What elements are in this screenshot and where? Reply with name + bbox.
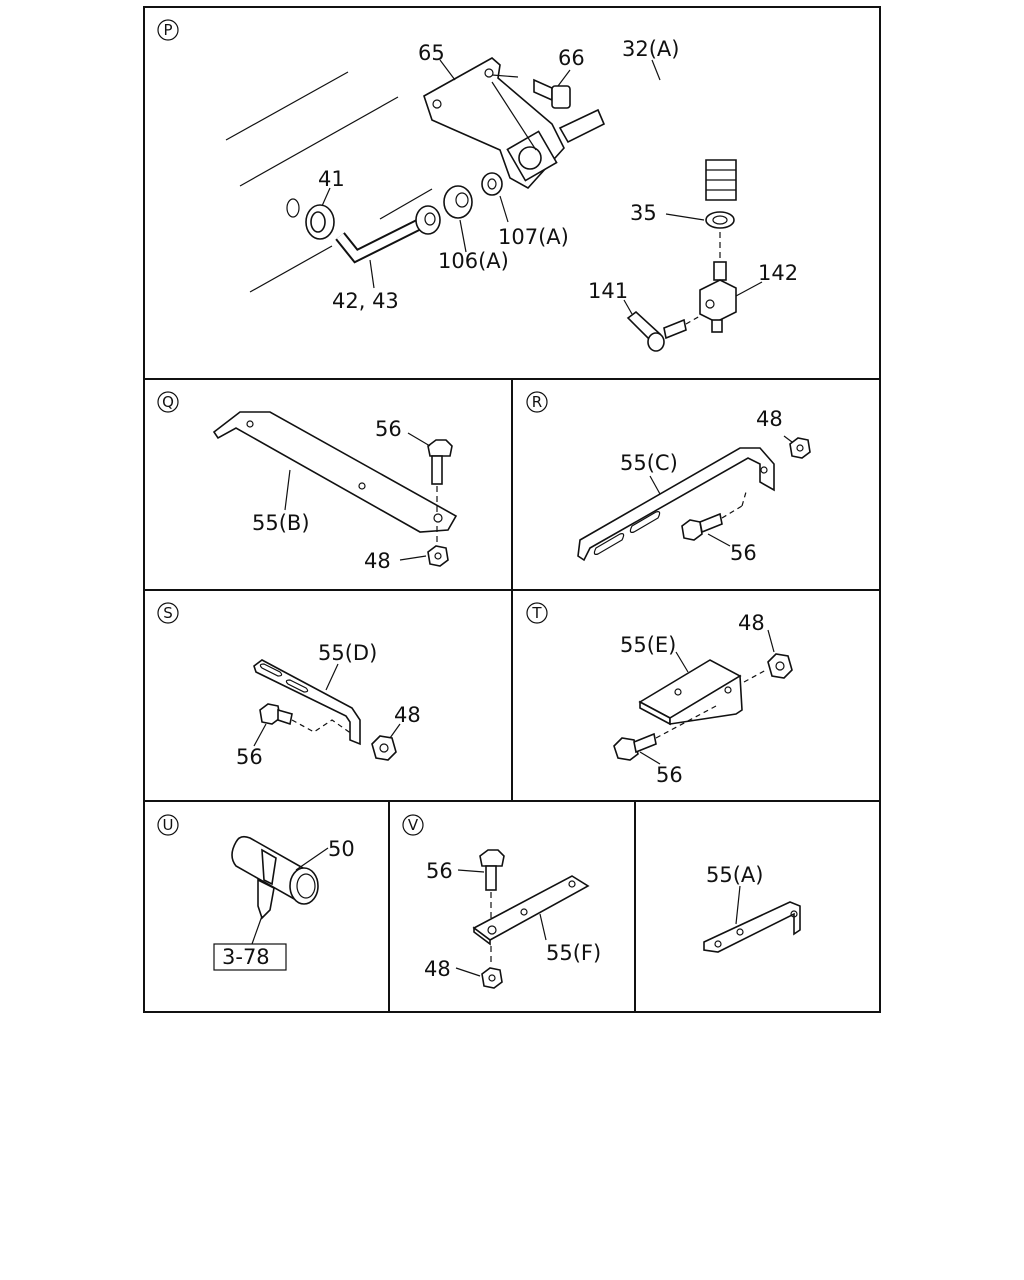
grommet-41 xyxy=(286,198,335,240)
panel-grid xyxy=(143,6,881,1013)
panel-tag-v: V xyxy=(402,814,424,836)
panel-tag-u: U xyxy=(157,814,179,836)
bracket-55e xyxy=(638,659,743,726)
label-42-43: 42, 43 xyxy=(332,289,399,313)
bolt-56 xyxy=(259,703,293,726)
panel-tag-r: R xyxy=(526,391,548,413)
panel-tag-q: Q xyxy=(157,391,179,413)
bolt-56 xyxy=(427,439,453,485)
label-141: 141 xyxy=(588,279,628,303)
svg-text:R: R xyxy=(532,393,542,411)
pipe-32a xyxy=(558,63,737,201)
panel-s: S 55(D) 48 56 xyxy=(157,602,421,769)
bolt-56 xyxy=(479,849,505,891)
bracket-55c xyxy=(577,447,775,562)
panel-u: U 50 3-78 xyxy=(157,814,355,971)
label-50: 50 xyxy=(328,837,355,861)
bolt-56 xyxy=(613,732,657,761)
clamp-50 xyxy=(231,835,319,920)
label-48: 48 xyxy=(364,549,391,573)
washer-107a xyxy=(481,172,503,196)
bracket-55a xyxy=(703,901,801,953)
label-48: 48 xyxy=(738,611,765,635)
panel-v: V 56 55(F) 48 xyxy=(402,814,601,989)
label-56: 56 xyxy=(730,541,757,565)
label-48: 48 xyxy=(424,957,451,981)
label-55d: 55(D) xyxy=(318,641,377,665)
washer-35 xyxy=(705,211,735,229)
label-107a: 107(A) xyxy=(498,225,569,249)
label-55c: 55(C) xyxy=(620,451,678,475)
label-55a: 55(A) xyxy=(706,863,763,887)
panel-tag-t: T xyxy=(526,602,548,624)
panel-unlabeled: 55(A) xyxy=(703,863,801,953)
reference-box[interactable]: 3-78 xyxy=(213,943,287,971)
label-55f: 55(F) xyxy=(546,941,601,965)
label-65: 65 xyxy=(418,41,445,65)
panel-t: T 55(E) 48 56 xyxy=(526,602,793,787)
nut-48 xyxy=(427,545,449,567)
panel-p: P xyxy=(157,19,798,352)
frame-rail-lines xyxy=(225,71,433,293)
bolt-141 xyxy=(626,310,687,352)
nut-48 xyxy=(481,967,503,989)
bracket-65 xyxy=(423,57,565,190)
label-142: 142 xyxy=(758,261,798,285)
panel-tag-p: P xyxy=(157,19,179,41)
connector-142 xyxy=(699,261,737,333)
bolt-66 xyxy=(533,78,571,109)
svg-text:P: P xyxy=(163,21,172,39)
label-66: 66 xyxy=(558,46,585,70)
bolt-56 xyxy=(681,512,723,541)
panel-r: R 48 55(C) 56 xyxy=(526,391,811,565)
label-32a: 32(A) xyxy=(622,37,679,61)
label-106a: 106(A) xyxy=(438,249,509,273)
label-55b: 55(B) xyxy=(252,511,310,535)
nut-48 xyxy=(789,437,811,459)
label-55e: 55(E) xyxy=(620,633,676,657)
plate-55f xyxy=(472,875,590,946)
nut-48 xyxy=(371,735,397,761)
leader-lines-p xyxy=(321,59,763,315)
label-48: 48 xyxy=(394,703,421,727)
svg-text:Q: Q xyxy=(162,393,174,411)
svg-text:T: T xyxy=(531,604,542,622)
label-48: 48 xyxy=(756,407,783,431)
label-56: 56 xyxy=(656,763,683,787)
panel-q: Q 56 55(B) 48 xyxy=(157,391,458,573)
label-56: 56 xyxy=(236,745,263,769)
svg-text:V: V xyxy=(408,816,419,834)
bracket-55d xyxy=(253,659,361,746)
label-41: 41 xyxy=(318,167,345,191)
reference-label: 3-78 xyxy=(222,945,270,969)
svg-text:S: S xyxy=(163,604,173,622)
pipe-42-43 xyxy=(335,205,441,264)
bracket-55b xyxy=(212,411,458,533)
bushing-106a xyxy=(443,185,473,219)
label-56: 56 xyxy=(375,417,402,441)
label-35: 35 xyxy=(630,201,657,225)
nut-48 xyxy=(767,653,793,679)
svg-text:U: U xyxy=(163,816,174,834)
panel-tag-s: S xyxy=(157,602,179,624)
label-56: 56 xyxy=(426,859,453,883)
